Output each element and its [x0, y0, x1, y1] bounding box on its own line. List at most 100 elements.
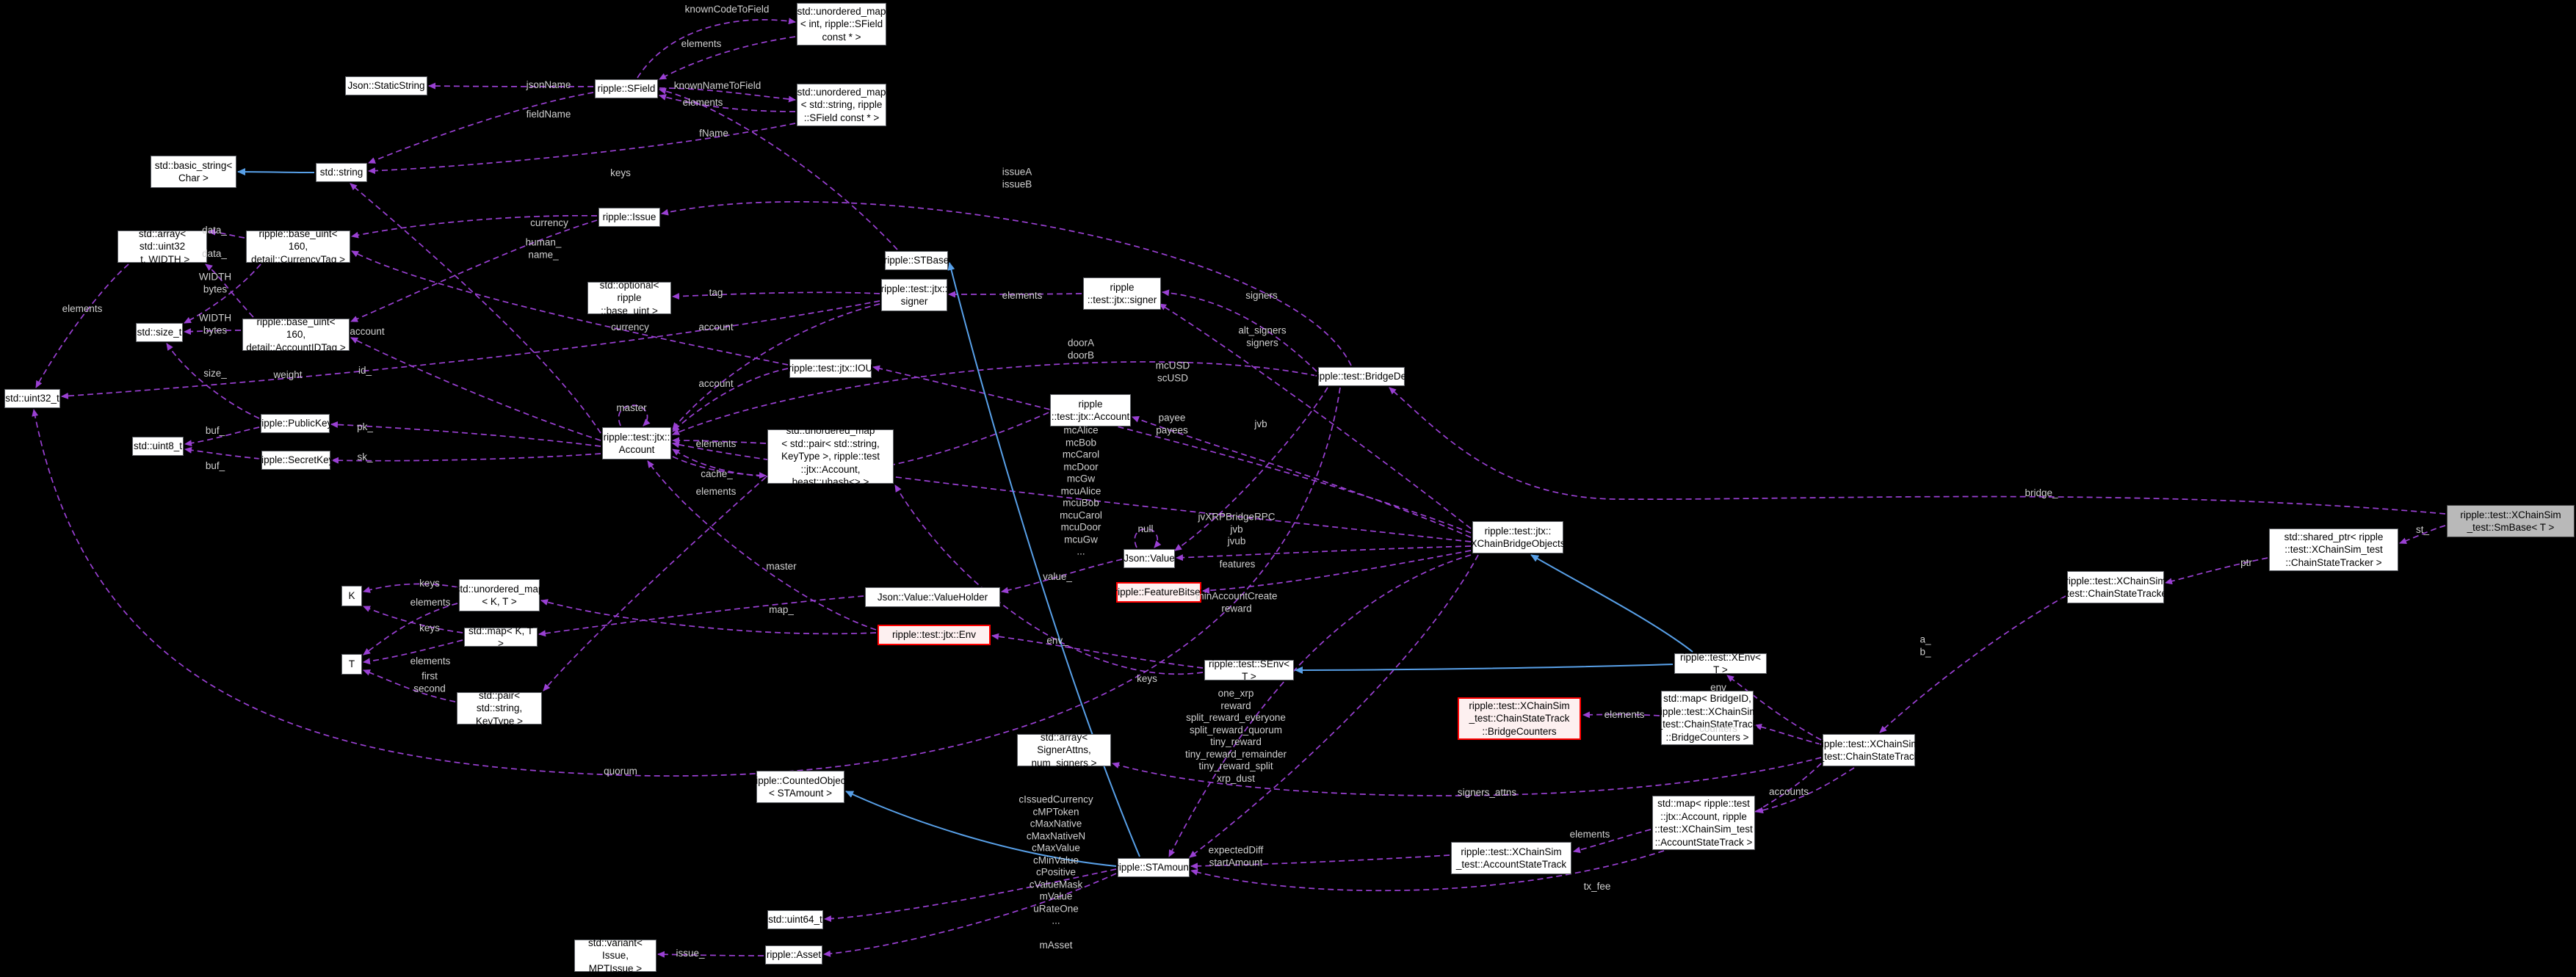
class-node-xchainbridgeobjects[interactable]: ripple::test::jtx:: XChainBridgeObjects: [1470, 521, 1566, 553]
member-edge-23: [618, 404, 651, 426]
member-edge-34: [1174, 387, 1328, 551]
member-edge-55: [543, 476, 767, 691]
member-edge-13: [184, 264, 261, 324]
member-edge-8: [368, 123, 796, 175]
class-node-um-KT[interactable]: std::unordered_map < K, T >: [455, 579, 543, 611]
member-edge-45: [540, 599, 877, 635]
class-node-bridgedef[interactable]: ripple::test::BridgeDef: [1314, 367, 1409, 386]
class-node-array-signerattns[interactable]: std::array< SignerAttns, num_signers >: [1017, 732, 1111, 769]
class-node-countedobject[interactable]: ripple::CountedObject < STAmount >: [753, 771, 848, 803]
class-node-uint64-t[interactable]: std::uint64_t: [767, 910, 823, 929]
member-edge-31: [672, 361, 1317, 435]
class-node-chainstatetrack[interactable]: ripple::test::XChainSim _test::ChainStat…: [1818, 734, 1920, 766]
class-node-basic-string[interactable]: std::basic_string< Char >: [151, 156, 236, 188]
inheritance-edge-71: [1530, 554, 1693, 653]
class-node-secretkey[interactable]: ripple::SecretKey: [258, 451, 333, 470]
member-edge-51: [363, 603, 458, 655]
class-node-T[interactable]: T: [341, 654, 362, 675]
member-edge-47: [672, 437, 767, 444]
class-node-featurebitset[interactable]: ripple::FeatureBitset: [1115, 582, 1203, 603]
member-edge-76: [823, 873, 1117, 957]
member-edge-49: [672, 456, 767, 479]
class-node-K[interactable]: K: [341, 586, 362, 606]
member-edge-1: [659, 36, 796, 80]
member-edge-16: [166, 343, 260, 419]
member-edge-42: [991, 633, 1204, 669]
class-node-variant-issue[interactable]: std::variant< Issue, MPTIssue >: [574, 937, 656, 974]
member-edge-72: [661, 201, 1352, 366]
member-edge-44: [538, 595, 864, 637]
class-node-base-uint-currency[interactable]: ripple::base_uint< 160, detail::Currency…: [246, 228, 350, 265]
class-node-vector-signer[interactable]: std::vector< ripple ::test::jtx::signer …: [1083, 269, 1161, 319]
member-edge-2: [659, 87, 796, 103]
member-edge-52: [363, 606, 463, 633]
member-edge-43: [647, 460, 877, 631]
member-edge-73: [32, 387, 1341, 777]
class-node-stbase[interactable]: ripple::STBase: [884, 251, 949, 270]
class-node-um-string-sfield[interactable]: std::unordered_map < std::string, ripple…: [797, 84, 886, 126]
class-node-map-account-ast[interactable]: std::map< ripple::test ::jtx::Account, r…: [1652, 796, 1755, 850]
class-node-um-int-sfield[interactable]: std::unordered_map < int, ripple::SField…: [797, 3, 886, 46]
member-edge-37: [1202, 550, 1472, 594]
class-node-xenv[interactable]: ripple::test::XEnv< T >: [1674, 652, 1767, 675]
class-node-json-staticstring[interactable]: Json::StaticString: [345, 76, 427, 95]
member-edge-11: [208, 228, 245, 239]
class-node-publickey[interactable]: ripple::PublicKey: [258, 414, 332, 433]
member-edge-24: [672, 291, 880, 300]
class-node-std-optional[interactable]: std::optional< ripple ::base_uint >: [587, 280, 671, 316]
class-node-uint32-t[interactable]: std::uint32_t: [4, 389, 60, 408]
member-edge-56: [1726, 675, 1822, 741]
class-node-accountstatetrack[interactable]: ripple::test::XChainSim _test::AccountSt…: [1451, 842, 1571, 874]
class-node-map-KT[interactable]: std::map< K, T >: [464, 625, 538, 649]
class-node-jtx-iou[interactable]: ripple::test::jtx::IOU: [789, 359, 872, 378]
member-edge-10: [350, 183, 601, 434]
member-edge-59: [1756, 767, 1855, 814]
class-node-size-t[interactable]: std::size_t: [136, 323, 183, 342]
member-edge-60: [1573, 829, 1651, 854]
inheritance-edge-68: [947, 262, 1140, 857]
member-edge-33: [1132, 415, 1472, 538]
class-node-vector-account[interactable]: std::vector< ripple ::test::jtx::Account…: [1050, 385, 1131, 435]
class-node-uint8-t[interactable]: std::uint8_t: [132, 437, 184, 456]
member-edge-64: [1879, 595, 2066, 733]
member-edge-54: [363, 669, 456, 702]
member-edge-63: [1190, 854, 1450, 870]
class-node-std-string[interactable]: std::string: [316, 163, 367, 182]
class-node-valueholder[interactable]: Json::Value::ValueHolder: [865, 587, 1000, 607]
member-edge-67: [1389, 387, 2446, 515]
member-edge-0: [637, 18, 796, 79]
class-node-smbase[interactable]: ripple::test::XChainSim _test::SmBase< T…: [2447, 505, 2575, 537]
class-node-asset[interactable]: ripple::Asset: [765, 945, 822, 965]
member-edge-35: [672, 441, 1472, 542]
class-node-jtx-account[interactable]: ripple::test::jtx:: Account: [602, 427, 671, 460]
class-node-stamount[interactable]: ripple::STAmount: [1115, 858, 1192, 877]
class-node-um-pair-account[interactable]: std::unordered_map < std::pair< std::str…: [767, 425, 894, 487]
class-node-sharedptr-tracker[interactable]: std::shared_ptr< ripple ::test::XChainSi…: [2269, 529, 2398, 571]
class-node-jtx-signer[interactable]: ripple::test::jtx:: signer: [881, 279, 947, 311]
class-node-senv[interactable]: ripple::test::SEnv< T >: [1204, 658, 1294, 682]
member-edge-66: [2399, 525, 2446, 544]
inheritance-edge-70: [1295, 664, 1674, 674]
member-edge-20: [331, 453, 601, 464]
class-node-json-value[interactable]: Json::Value: [1124, 549, 1175, 568]
member-edge-17: [61, 300, 880, 399]
class-node-sfield[interactable]: ripple::SField: [595, 79, 658, 98]
class-node-bridgecounters[interactable]: ripple::test::XChainSim _test::ChainStat…: [1458, 697, 1581, 740]
class-node-chainstatetracker[interactable]: ripple::test::XChainSim _test::ChainStat…: [2061, 571, 2170, 603]
member-edge-14: [184, 328, 242, 335]
member-edge-53: [363, 639, 463, 665]
class-node-issue[interactable]: ripple::Issue: [598, 208, 660, 227]
class-node-array-uint32[interactable]: std::array< std::uint32 _t, WIDTH >: [117, 228, 207, 265]
member-edge-29: [1162, 289, 1317, 372]
class-node-jtx-env[interactable]: ripple::test::jtx::Env: [878, 625, 991, 645]
member-edge-18: [350, 337, 601, 441]
class-node-pair-string-keytype[interactable]: std::pair< std::string, KeyType >: [457, 690, 542, 727]
member-edge-6: [659, 87, 898, 250]
member-edge-57: [1754, 724, 1822, 745]
class-node-map-bridgeid[interactable]: std::map< BridgeID, ripple::test::XChain…: [1657, 691, 1758, 745]
member-edge-25: [672, 303, 880, 430]
member-edge-61: [1112, 757, 1822, 796]
class-node-base-uint-accountid[interactable]: ripple::base_uint< 160, detail::AccountI…: [242, 316, 350, 353]
inheritance-edge-69: [845, 791, 1117, 867]
